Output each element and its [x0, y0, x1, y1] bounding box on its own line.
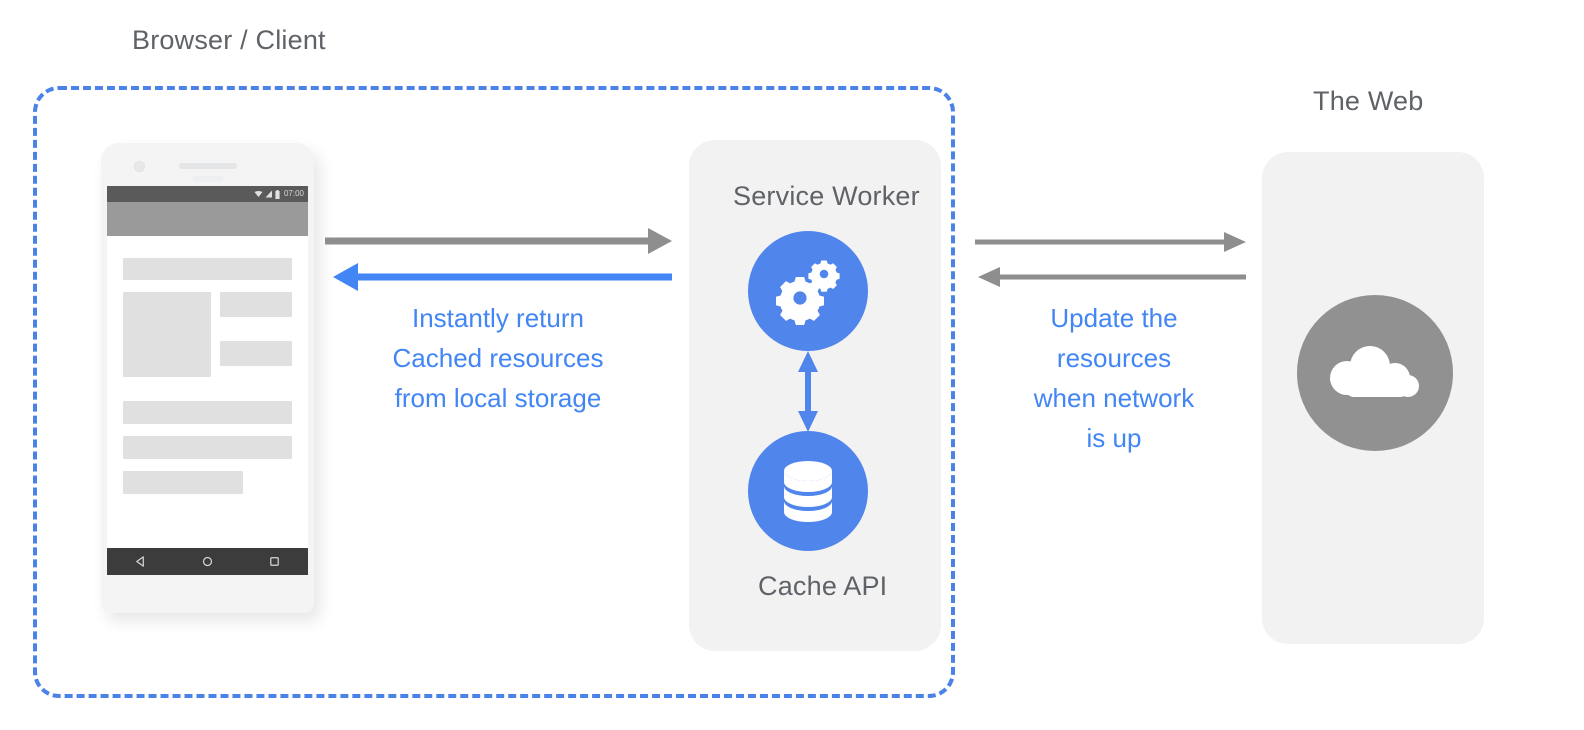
update-resources-label: Update the resources when network is up — [1033, 303, 1195, 453]
skeleton-block — [220, 341, 292, 366]
skeleton-block — [220, 292, 292, 317]
skeleton-block — [123, 401, 292, 424]
browser-client-title: Browser / Client — [132, 25, 326, 55]
cloud-icon — [1330, 346, 1419, 397]
phone-camera-icon — [134, 161, 145, 172]
gears-icon-badge — [748, 231, 868, 351]
phone-content-wireframe — [107, 236, 308, 575]
service-worker-label: Service Worker — [733, 181, 920, 211]
service-worker-panel — [689, 140, 941, 651]
gears-icon — [776, 260, 840, 325]
phone-mockup: 07:00 — [101, 143, 314, 613]
skeleton-column — [220, 292, 292, 377]
wifi-icon — [254, 191, 263, 197]
recents-square-icon[interactable] — [268, 555, 281, 568]
status-bar-icons: 07:00 — [254, 188, 304, 200]
cache-api-label: Cache API — [758, 571, 888, 601]
skeleton-block — [123, 436, 292, 459]
phone-status-bar: 07:00 — [107, 186, 308, 202]
database-icon-badge — [748, 431, 868, 551]
phone-speaker-grill — [179, 163, 237, 169]
phone-screen: 07:00 — [107, 186, 308, 575]
phone-sensor-strip — [193, 176, 223, 182]
phone-app-bar — [107, 202, 308, 236]
battery-icon — [275, 189, 280, 199]
cached-resources-label: Instantly return Cached resources from l… — [392, 303, 604, 413]
cloud-icon-badge — [1297, 295, 1453, 451]
browser-client-boundary — [33, 86, 955, 698]
skeleton-block — [123, 258, 292, 280]
arrow-service-worker-to-web — [975, 232, 1246, 252]
phone-nav-bar — [107, 548, 308, 575]
database-icon — [784, 461, 832, 522]
arrow-web-to-service-worker — [978, 267, 1246, 287]
the-web-title: The Web — [1313, 86, 1424, 116]
home-circle-icon[interactable] — [201, 555, 214, 568]
status-bar-time: 07:00 — [283, 189, 304, 198]
skeleton-block — [123, 292, 211, 377]
back-triangle-icon[interactable] — [134, 555, 147, 568]
skeleton-row — [123, 292, 292, 377]
signal-icon — [265, 190, 272, 198]
skeleton-block — [123, 471, 243, 494]
